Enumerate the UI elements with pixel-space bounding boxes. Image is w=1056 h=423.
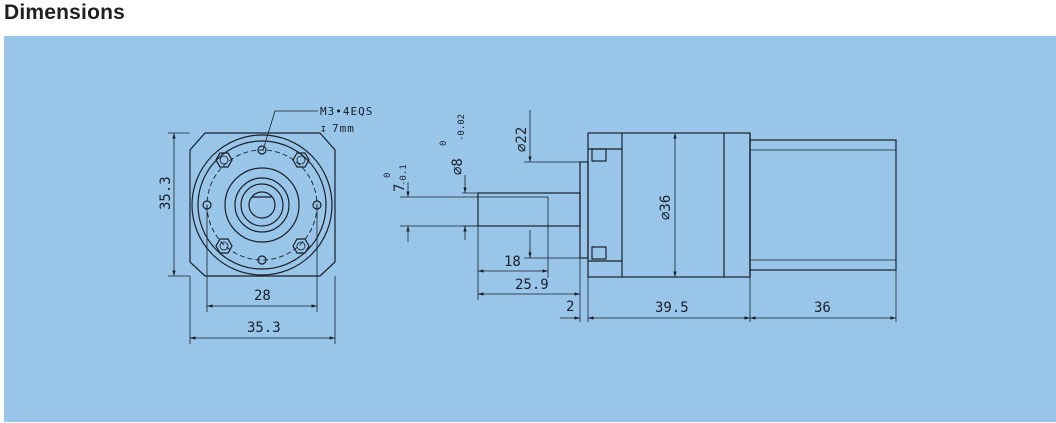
gearbox-outer-circle [191,134,333,276]
front-height-label: 35.3 [158,176,174,210]
shaft-diameter-label: ⌀8 [450,158,466,175]
boss-diameter-label: ⌀22 [514,127,530,152]
front-inner-width-label: 28 [254,288,271,304]
dim-25-9-label: 25.9 [515,277,549,293]
hex-nut [292,152,310,168]
shaft-tolerance-lower: -0.02 [457,114,467,141]
boss [579,161,589,259]
hole-note-depth-symbol: ↧ [320,122,328,135]
dim-2-label: 2 [566,299,574,315]
page-title: Dimensions [4,1,126,24]
flat-tolerance-lower: -0.1 [399,164,409,186]
body-diameter-label: ⌀36 [658,195,674,220]
hex-nut [292,238,310,254]
hex-nut [215,152,233,168]
front-view: M3•4EQS ↧ 7mm 35.3 28 35.3 [158,105,373,344]
output-shaft [477,192,581,227]
shaft-tolerance-upper: 0 [439,141,449,146]
flat-dimension-label: 7 [392,184,408,192]
flat-tolerance-upper: 0 [383,173,393,178]
dim-39-5-label: 39.5 [655,300,689,316]
flange-outline [189,132,336,277]
front-outer-width-label: 35.3 [247,320,281,336]
side-view: ⌀8 0 -0.02 7 0 -0.1 ⌀22 ⌀36 18 25.9 2 [383,110,897,322]
hole-note-thread: M3•4EQS [320,105,373,118]
shaft-circle [248,191,276,219]
drawing-panel [4,36,1056,422]
dim-36-label: 36 [814,300,831,316]
boss-circle [224,167,300,243]
motor-body [749,139,897,271]
hole-note-depth: 7mm [332,122,355,135]
mounting-hole [257,255,267,265]
hex-nut [215,238,233,254]
mounting-hole [257,145,267,155]
dim-18-label: 18 [504,254,521,270]
